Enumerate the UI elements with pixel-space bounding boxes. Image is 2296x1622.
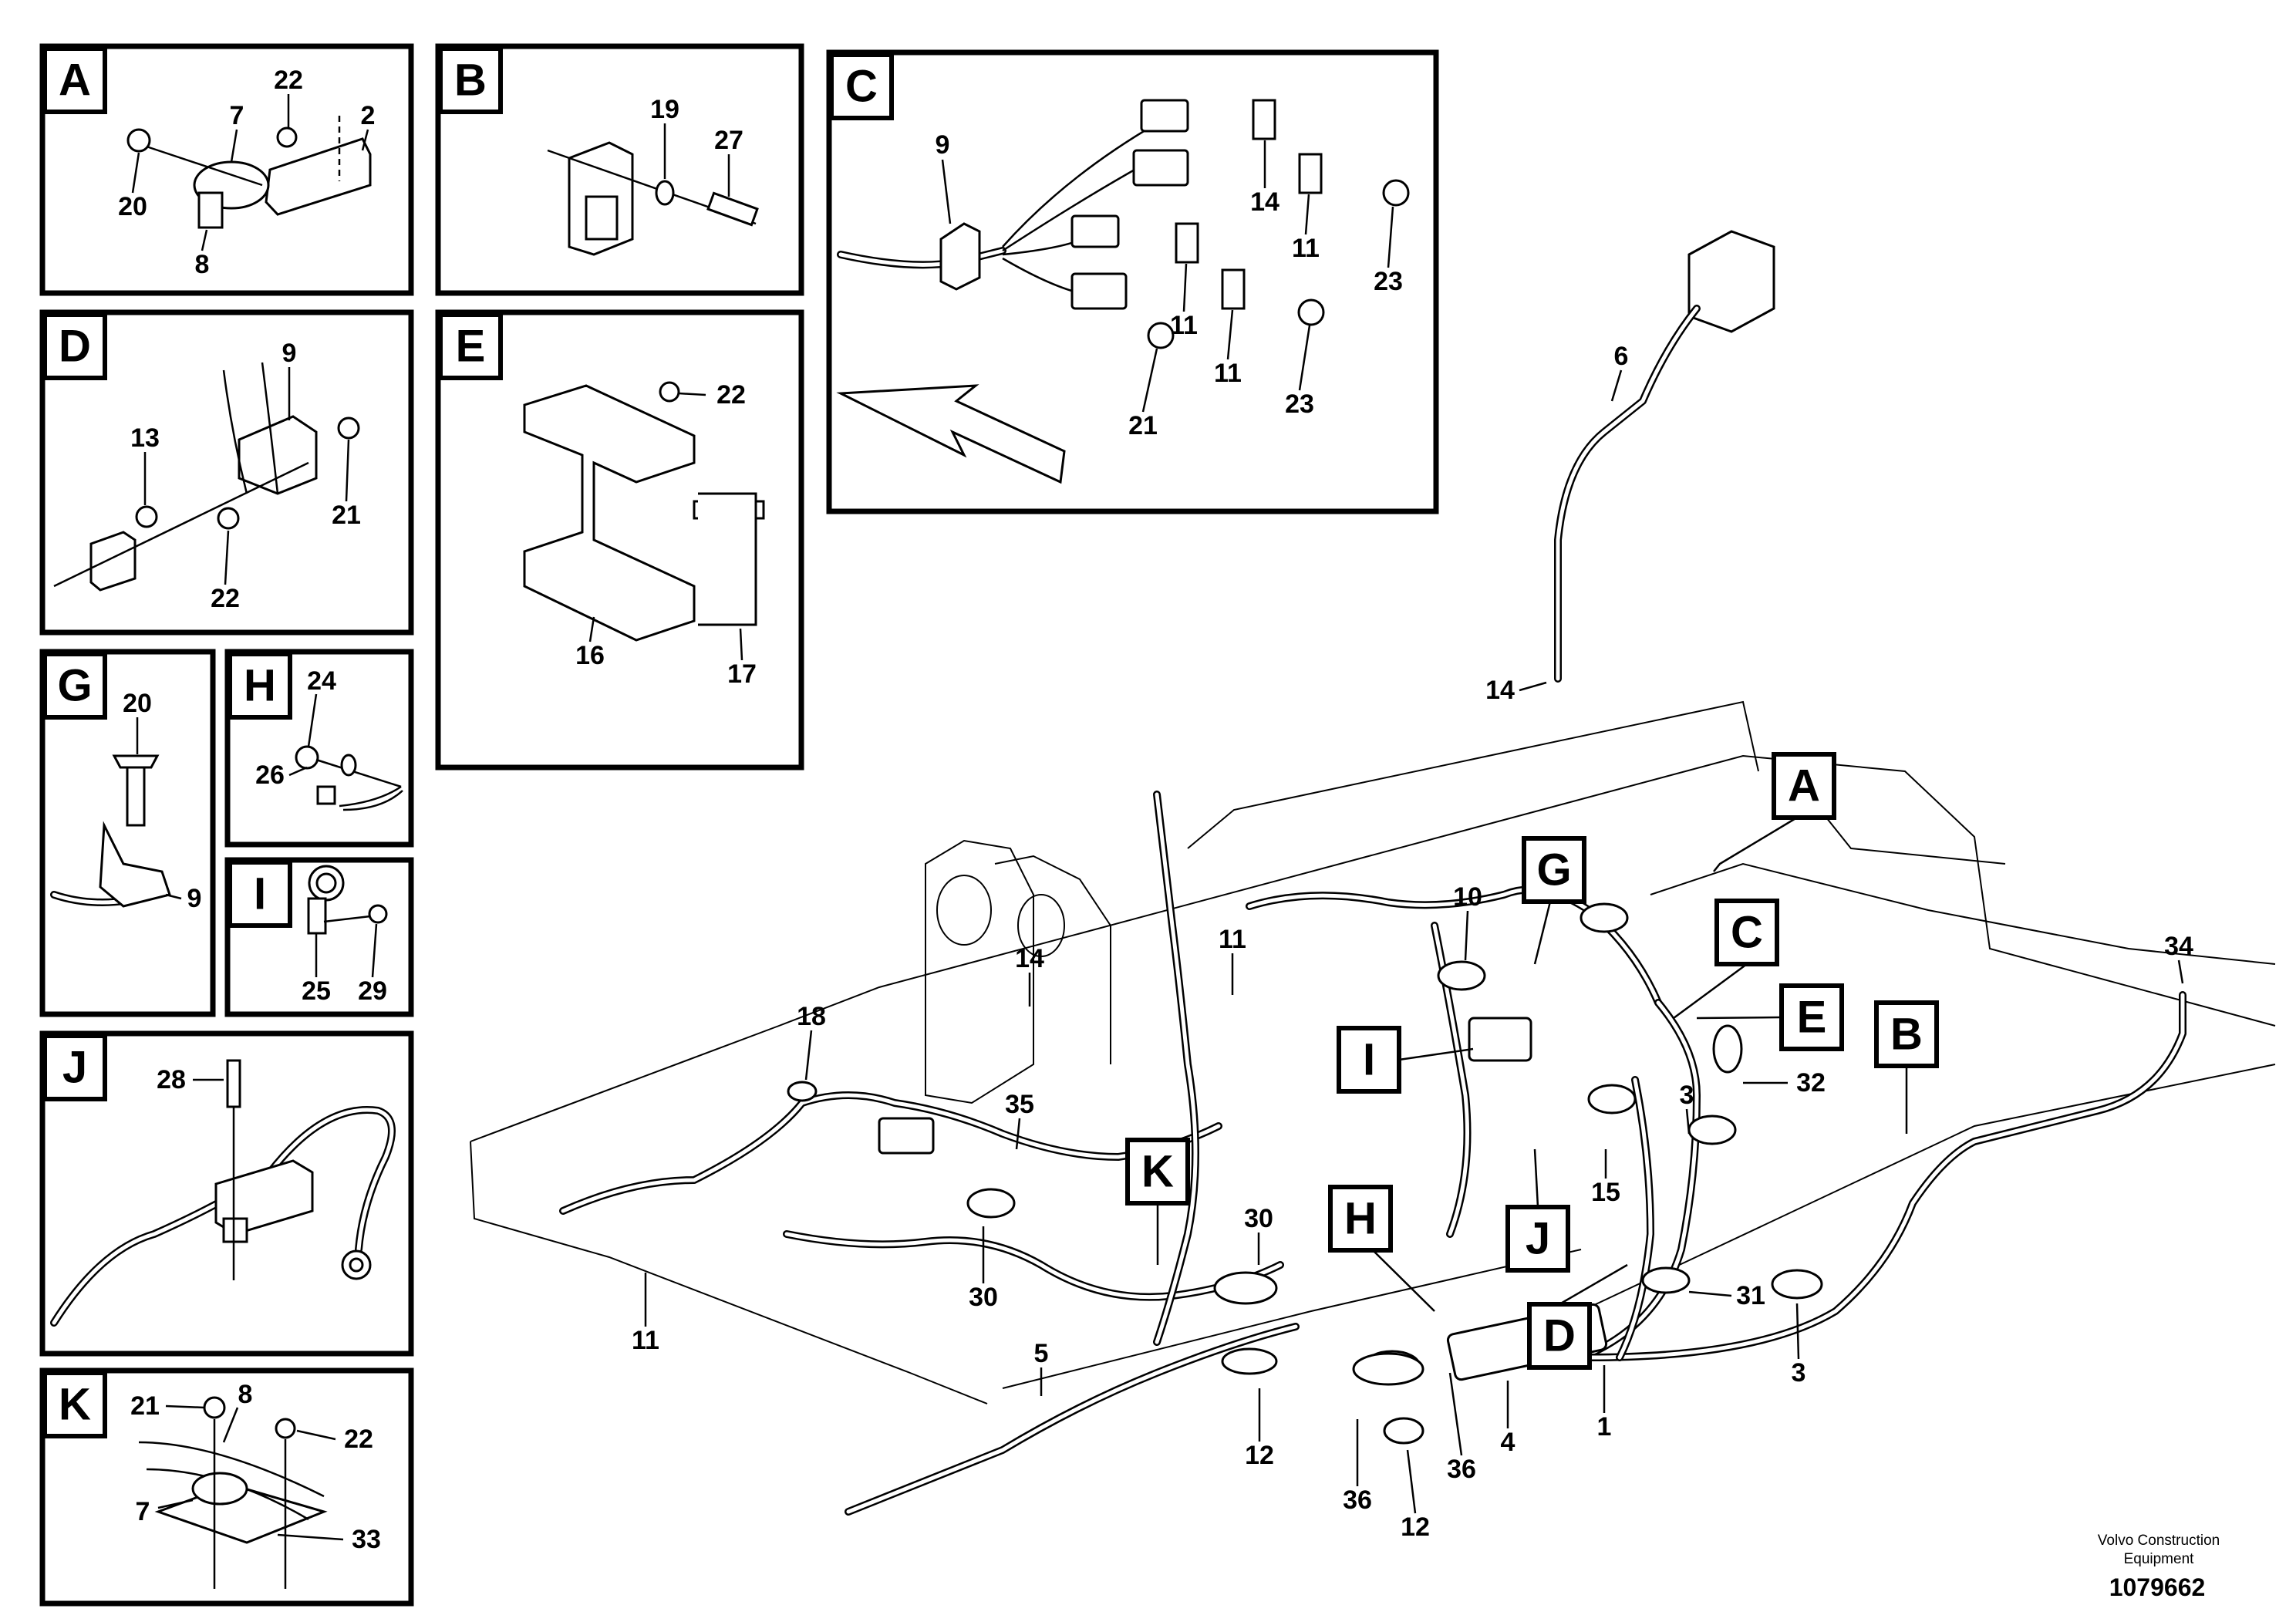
main-tag-d: D xyxy=(1543,1311,1576,1361)
callout-d-21: 21 xyxy=(332,501,361,530)
callout-a-22: 22 xyxy=(274,66,303,95)
callout-main-12b: 12 xyxy=(1401,1512,1430,1542)
detail-tag-g: G xyxy=(57,661,92,711)
detail-panel-g: G 20 9 xyxy=(39,649,216,1017)
callout-g-20: 20 xyxy=(123,689,152,718)
callout-c-9: 9 xyxy=(936,130,950,160)
callout-main-36: 36 xyxy=(1343,1485,1372,1515)
callout-g-9: 9 xyxy=(187,884,202,913)
callout-k-22: 22 xyxy=(344,1425,373,1454)
callout-h-26: 26 xyxy=(255,760,285,790)
callout-d-22: 22 xyxy=(211,584,240,613)
detail-panel-c: C 9 14 11 23 11 11 21 23 xyxy=(826,49,1439,514)
callout-c-21: 21 xyxy=(1128,411,1158,440)
detail-panel-a: A 22 7 2 20 8 xyxy=(39,43,414,296)
callout-main-14: 14 xyxy=(1485,676,1515,705)
document-number: 1079662 xyxy=(2109,1573,2206,1601)
callout-main-14b: 14 xyxy=(1015,944,1044,973)
publisher-caption-line1: Volvo Construction xyxy=(2097,1533,2220,1549)
callout-main-10: 10 xyxy=(1453,882,1482,912)
detail-panel-b: B 19 27 xyxy=(435,43,804,296)
callout-main-11: 11 xyxy=(1219,925,1246,954)
callout-c-14: 14 xyxy=(1250,187,1279,217)
detail-tag-c: C xyxy=(845,62,878,112)
callout-a-2: 2 xyxy=(361,101,376,130)
callout-h-24: 24 xyxy=(307,666,336,696)
callout-e-16: 16 xyxy=(575,641,605,670)
callout-main-31: 31 xyxy=(1736,1281,1765,1310)
callout-main-36b: 36 xyxy=(1447,1455,1476,1484)
callout-k-7: 7 xyxy=(136,1497,150,1526)
callout-main-34: 34 xyxy=(2164,932,2193,961)
callout-d-13: 13 xyxy=(130,423,160,453)
callout-main-12: 12 xyxy=(1245,1441,1274,1470)
main-tag-g: G xyxy=(1536,845,1571,895)
callout-b-27: 27 xyxy=(714,126,743,155)
detail-panel-j: J 28 xyxy=(39,1030,414,1357)
callout-c-23b: 23 xyxy=(1285,389,1314,419)
callout-k-33: 33 xyxy=(352,1525,381,1554)
detail-panel-e: E 22 16 17 xyxy=(435,309,804,771)
detail-tag-h: H xyxy=(244,661,276,711)
callout-i-29: 29 xyxy=(358,976,387,1006)
callout-main-30: 30 xyxy=(1244,1204,1273,1233)
main-tag-h: H xyxy=(1344,1194,1377,1244)
main-tag-k: K xyxy=(1141,1147,1174,1197)
detail-tag-a: A xyxy=(59,56,91,106)
callout-b-19: 19 xyxy=(650,95,679,124)
callout-main-3b: 3 xyxy=(1792,1358,1806,1388)
callout-main-6: 6 xyxy=(1614,342,1629,371)
callout-main-30b: 30 xyxy=(969,1283,998,1312)
callout-c-11: 11 xyxy=(1292,234,1320,263)
callout-main-5: 5 xyxy=(1034,1339,1049,1368)
callout-main-35: 35 xyxy=(1005,1090,1034,1119)
main-tag-c: C xyxy=(1731,908,1763,958)
publisher-caption: Volvo Construction Equipment xyxy=(2058,1532,2259,1569)
callout-k-8: 8 xyxy=(238,1380,253,1409)
main-assembly: A G C E B I K H J D 6 14 10 11 14 1 xyxy=(470,230,2276,1542)
callout-k-21: 21 xyxy=(130,1391,160,1421)
callout-c-23: 23 xyxy=(1374,267,1403,296)
main-tag-b: B xyxy=(1890,1010,1923,1060)
detail-panel-h: H 24 26 xyxy=(224,649,414,848)
callout-main-11b: 11 xyxy=(632,1326,659,1355)
callout-e-22: 22 xyxy=(716,380,746,410)
callout-a-7: 7 xyxy=(230,101,244,130)
callout-e-17: 17 xyxy=(727,659,757,689)
main-tag-i: I xyxy=(1363,1035,1375,1085)
callout-c-11c: 11 xyxy=(1214,359,1242,388)
publisher-caption-line2: Equipment xyxy=(2123,1551,2194,1567)
callout-d-9: 9 xyxy=(282,339,297,368)
detail-panel-d: D 9 13 21 22 xyxy=(39,309,414,636)
detail-tag-i: I xyxy=(254,869,266,919)
detail-tag-k: K xyxy=(59,1380,91,1430)
callout-c-11b: 11 xyxy=(1170,311,1198,340)
detail-panel-k: K 21 8 22 7 33 xyxy=(39,1367,414,1607)
callout-main-3: 3 xyxy=(1680,1081,1694,1110)
main-tag-a: A xyxy=(1788,761,1820,811)
detail-tag-j: J xyxy=(62,1043,87,1093)
callout-a-8: 8 xyxy=(195,250,210,279)
callout-main-18: 18 xyxy=(797,1002,826,1031)
callout-main-32: 32 xyxy=(1796,1068,1826,1098)
callout-main-15: 15 xyxy=(1591,1178,1620,1207)
main-tag-j: J xyxy=(1526,1214,1550,1264)
callout-j-28: 28 xyxy=(157,1065,186,1094)
detail-panel-i: I 25 29 xyxy=(224,857,414,1017)
callout-main-1: 1 xyxy=(1597,1412,1612,1442)
detail-tag-b: B xyxy=(454,56,487,106)
callout-i-25: 25 xyxy=(302,976,331,1006)
main-tag-e: E xyxy=(1797,993,1827,1043)
callout-a-20: 20 xyxy=(118,192,147,221)
detail-tag-e: E xyxy=(456,322,486,372)
callout-main-4: 4 xyxy=(1501,1428,1515,1457)
detail-tag-d: D xyxy=(59,322,91,372)
